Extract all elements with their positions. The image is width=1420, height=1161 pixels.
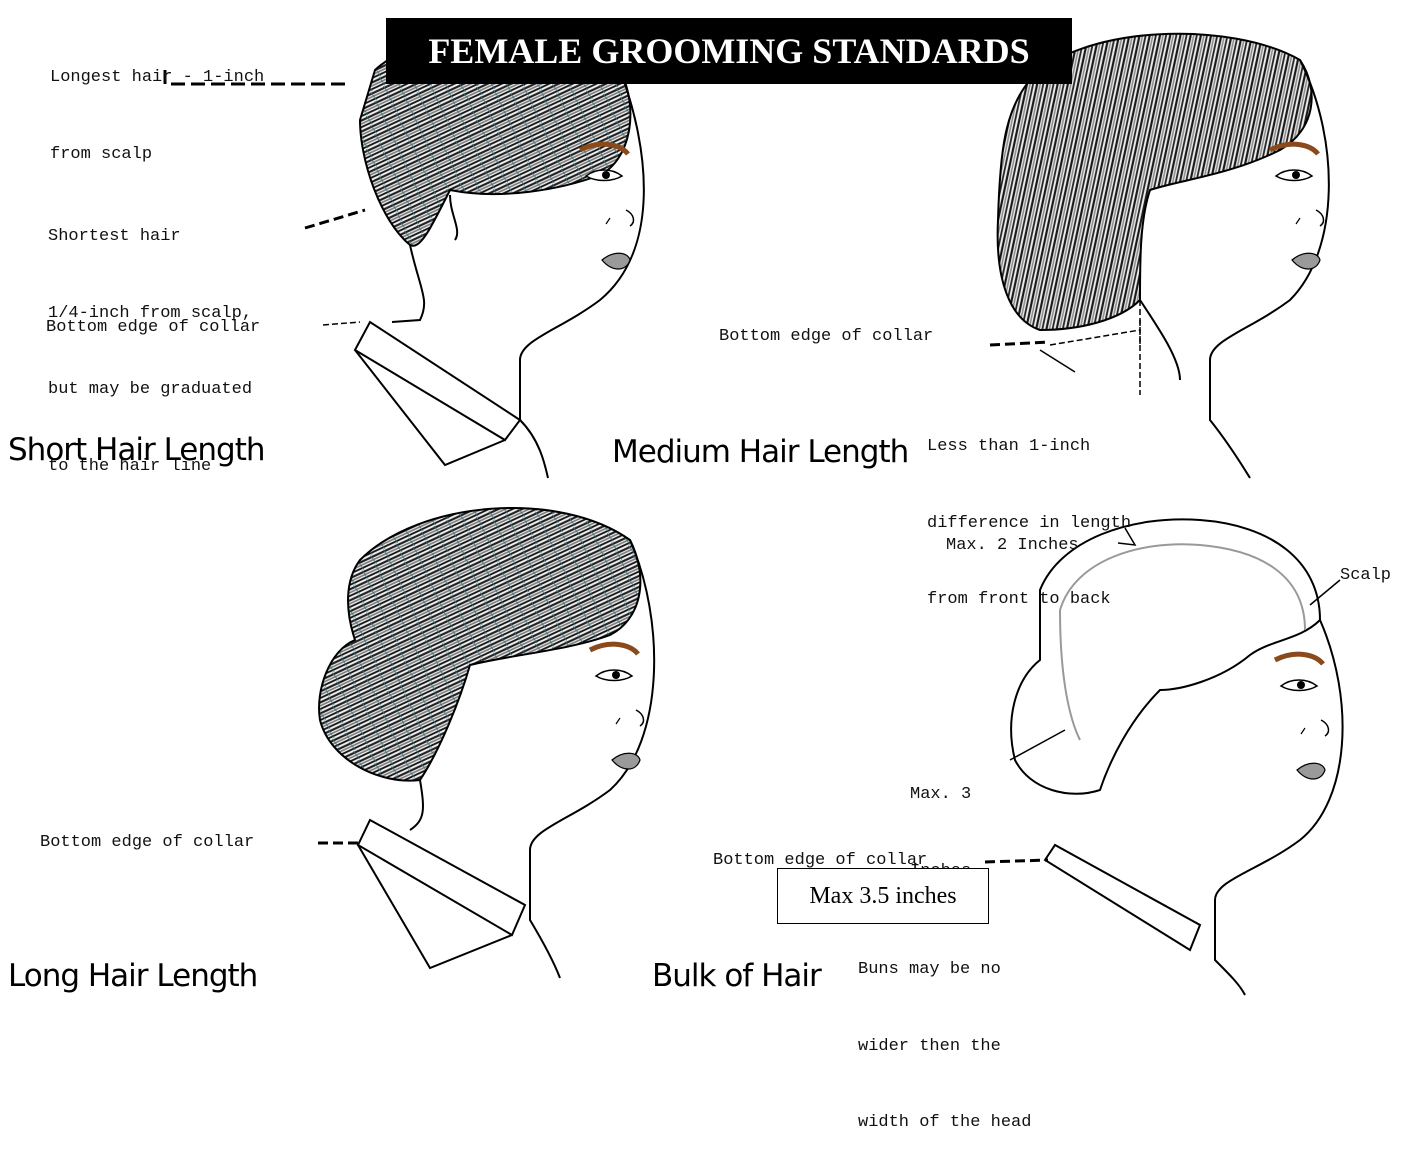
- figure-long-hair: [318, 508, 654, 978]
- note-line: Longest hair - 1-inch: [50, 65, 264, 91]
- note-line: wider then the: [858, 1034, 1031, 1060]
- note-line: but may be graduated: [48, 377, 252, 403]
- note-line: from scalp: [50, 142, 264, 168]
- note-line: width of the head: [858, 1110, 1031, 1136]
- page-title: FEMALE GROOMING STANDARDS: [428, 30, 1029, 72]
- caption-medium-hair: Medium Hair Length: [612, 434, 908, 470]
- max-bulk-label: Max 3.5 inches: [777, 868, 989, 924]
- scalp-note: Scalp: [1340, 563, 1391, 589]
- longest-hair-note: Longest hair - 1-inch from scalp: [50, 14, 264, 193]
- note-line: Shortest hair: [48, 224, 252, 250]
- title-banner: FEMALE GROOMING STANDARDS: [386, 18, 1072, 84]
- medium-collar-note: Bottom edge of collar: [719, 324, 933, 350]
- note-line: from front to back: [927, 587, 1131, 613]
- note-line: Less than 1-inch: [927, 434, 1131, 460]
- length-difference-note: Less than 1-inch difference in length fr…: [927, 383, 1131, 638]
- caption-long-hair: Long Hair Length: [8, 958, 257, 994]
- max-two-inches-note: Max. 2 Inches: [946, 533, 1079, 559]
- note-line: Buns may be no: [858, 957, 1031, 983]
- caption-short-hair: Short Hair Length: [8, 432, 265, 468]
- buns-width-note: Buns may be no wider then the width of t…: [858, 906, 1031, 1161]
- long-collar-note: Bottom edge of collar: [40, 830, 254, 856]
- caption-bulk-hair: Bulk of Hair: [652, 958, 821, 994]
- short-collar-note: Bottom edge of collar: [46, 315, 260, 341]
- note-line: Max. 3: [910, 782, 971, 808]
